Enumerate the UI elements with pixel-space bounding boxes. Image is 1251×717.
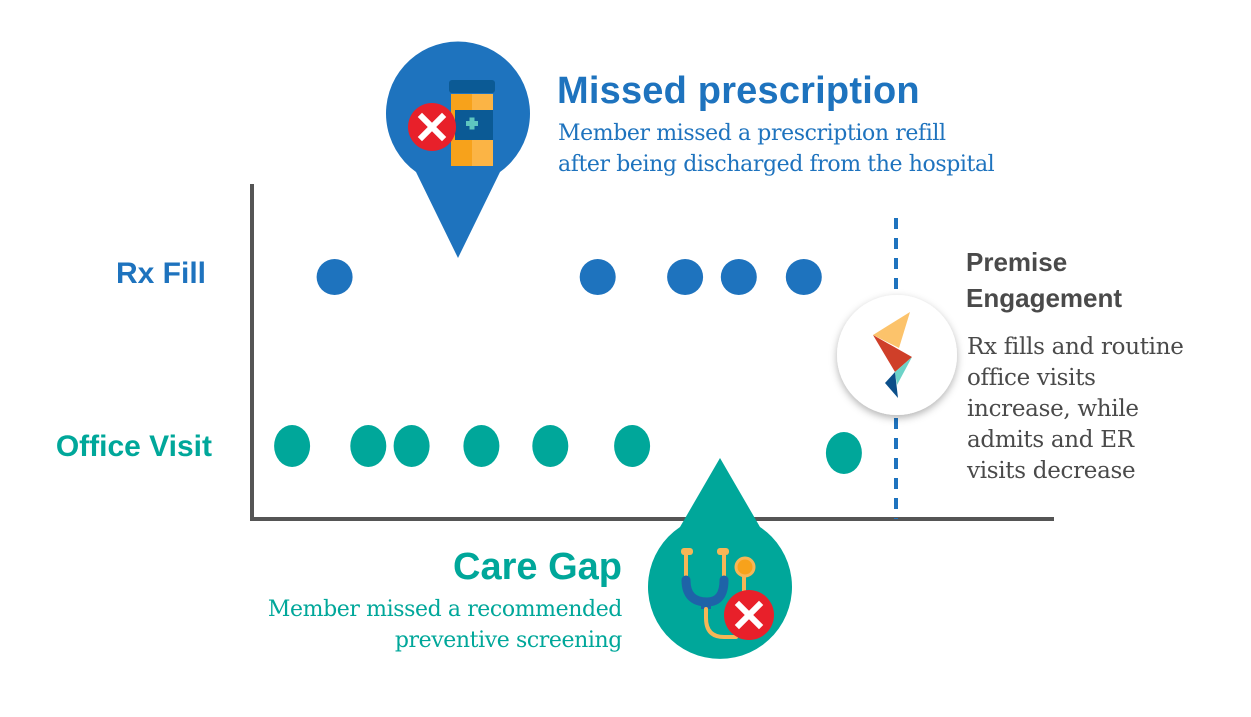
description-line: after being discharged from the hospital [558,152,995,177]
description-line: Member missed a prescription refill [558,121,946,146]
x-mark-icon [408,103,456,151]
premise-logo-icon [873,312,912,398]
rx-fill-dot [720,259,757,295]
drop-shape [648,458,793,659]
stethoscope-icon [681,548,756,639]
office-visit-dot [350,425,387,467]
description-line: admits and ER [967,427,1134,453]
premise-engagement-description: Rx fills and routine office visits incre… [967,332,1237,487]
office-visit-dot [532,425,569,467]
office-visit-dot [274,425,311,467]
care-gap-title: Care Gap [453,546,622,588]
rx-fill-dot [579,259,616,295]
row-label-office-visit: Office Visit [55,430,212,463]
row-label-rx-fill: Rx Fill [115,257,206,290]
description-line: office visits [967,365,1096,391]
event-dots [274,259,862,474]
missed-prescription-pin [386,41,530,258]
missed-prescription-title: Missed prescription [557,70,920,112]
description-line: increase, while [967,396,1139,422]
description-line: Member missed a recommended [267,597,623,622]
office-visit-dot [393,425,430,467]
description-line: preventive screening [394,628,623,653]
care-gap-description: Member missed a recommended preventive s… [190,594,623,656]
title-line: Premise [966,247,1068,277]
office-visit-dot [463,425,500,467]
rx-fill-dot [785,259,822,295]
description-line: visits decrease [967,458,1136,484]
office-visit-dot [614,425,651,467]
office-visit-dot [825,432,862,474]
rx-fill-dot [667,259,704,295]
premise-engagement-title: Premise Engagement [966,244,1122,316]
x-mark-icon [724,590,774,640]
description-line: Rx fills and routine [967,334,1184,360]
pill-bottle-icon [449,80,495,166]
rx-fill-dot [316,259,353,295]
premise-logo-badge [837,295,957,415]
title-line: Engagement [966,283,1123,313]
missed-prescription-description: Member missed a prescription refill afte… [558,118,995,180]
care-gap-drop [648,458,793,659]
